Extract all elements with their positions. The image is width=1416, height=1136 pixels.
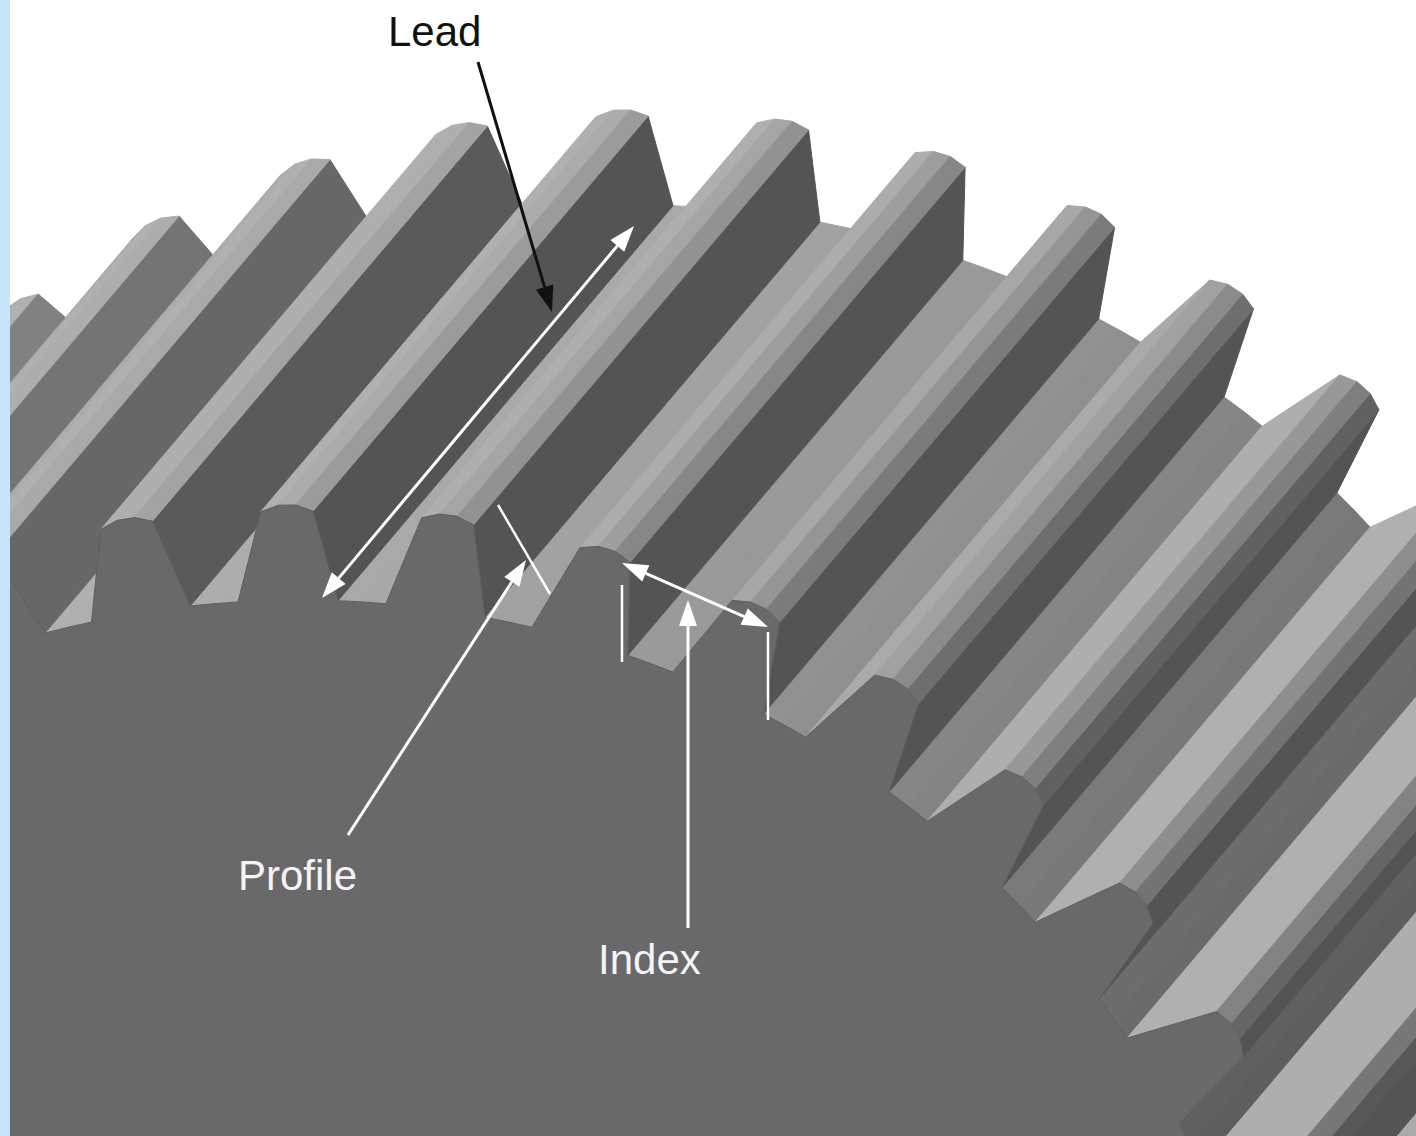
side-strip [0,0,10,1136]
dimension-line [646,573,744,616]
leader-line [687,626,690,928]
arrowhead [504,560,526,587]
part-label: Index [598,936,701,984]
tooth-surface [1136,497,1416,906]
tooth-surface [1005,375,1357,777]
extension-line [767,632,770,720]
tooth-surface [1120,488,1416,892]
leader-line [478,62,545,287]
gear-face [0,505,1416,1136]
tooth-surface [1035,393,1379,804]
arrowhead [322,572,346,598]
part-label: Lead [388,8,481,56]
tooth-surface [1022,382,1370,789]
arrowhead [679,600,697,626]
extension-line [621,585,624,662]
leader-line [348,582,512,835]
arrowhead [610,226,634,252]
arrowhead [536,285,553,313]
part-label: Profile [238,852,357,900]
tooth-surface [907,294,1253,704]
arrowhead [741,608,768,627]
arrowhead [622,563,649,582]
tooth-surface [766,214,1114,622]
dimension-line [339,246,618,578]
profile-tick [498,505,550,594]
